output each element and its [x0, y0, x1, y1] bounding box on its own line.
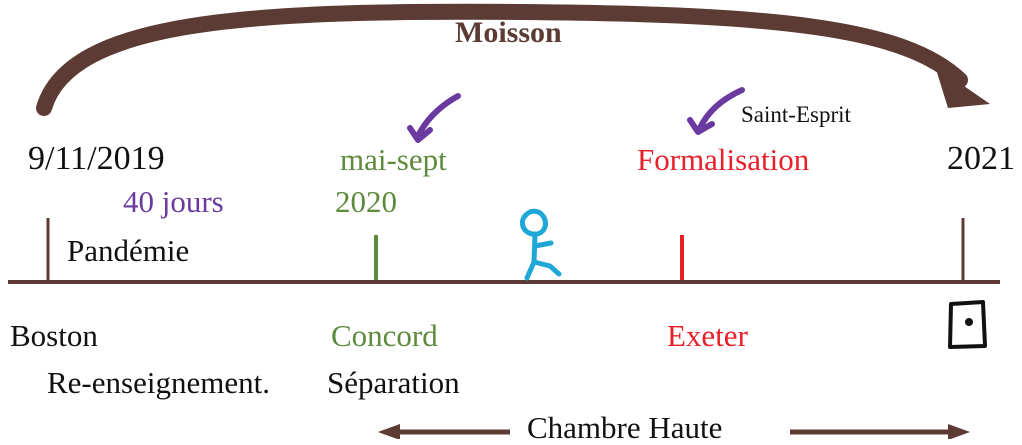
upper-room-label: Chambre Haute	[527, 410, 723, 445]
door-icon	[948, 300, 987, 349]
place-concord: Concord	[331, 318, 438, 353]
date-mid: mai-sept	[340, 142, 447, 177]
timeline-label: Pandémie	[67, 233, 190, 268]
harvest-label: Moisson	[455, 16, 562, 49]
place-exeter: Exeter	[667, 318, 748, 353]
place-boston: Boston	[10, 318, 98, 353]
date-end: 2021	[947, 140, 1015, 177]
stick-figure-walking-icon	[519, 208, 562, 281]
holy-spirit-note: Saint-Esprit	[741, 102, 851, 127]
date-mid-sub: 2020	[335, 184, 397, 219]
harvest-arc-arrowhead	[935, 66, 990, 108]
place-concord-sub: Séparation	[327, 365, 460, 400]
curved-arrow-down-icon-2	[687, 87, 745, 135]
date-start-sub: 40 jours	[123, 184, 224, 219]
curved-arrow-down-icon	[407, 93, 461, 143]
place-boston-sub: Re-enseignement.	[47, 365, 270, 400]
date-start: 9/11/2019	[28, 140, 165, 177]
upper-room-arrows	[378, 424, 970, 439]
date-formal: Formalisation	[637, 142, 810, 177]
harvest-arc	[36, 3, 968, 116]
